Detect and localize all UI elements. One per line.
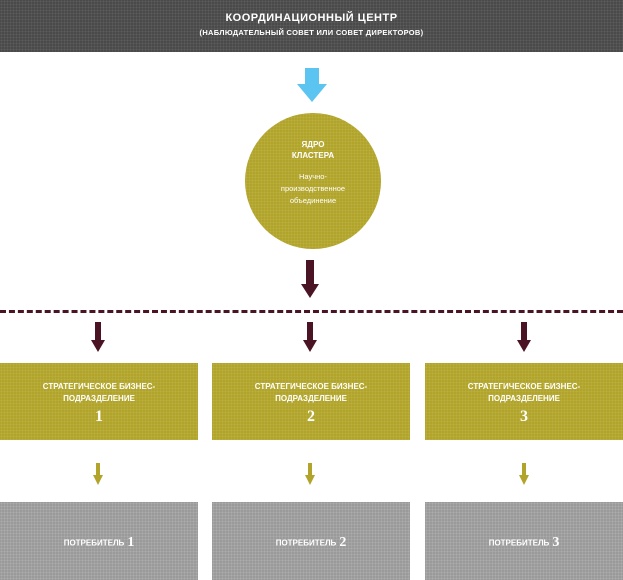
unit-3-down-arrow-icon [517,322,531,352]
cluster-core-desc-3: объединение [289,196,337,205]
blue-down-arrow-icon [297,68,327,102]
business-unit-label-2: ПОДРАЗДЕЛЕНИЕ [488,394,560,403]
coordination-center-box: КООРДИНАЦИОННЫЙ ЦЕНТР (НАБЛЮДАТЕЛЬНЫЙ СО… [0,0,623,52]
business-unit-number: 1 [95,408,103,425]
business-unit-label: СТРАТЕГИЧЕСКОЕ БИЗНЕС- [42,382,156,391]
consumer-label: ПОТРЕБИТЕЛЬ [488,538,550,548]
consumer-label: ПОТРЕБИТЕЛЬ [275,538,337,548]
coordination-center-subtitle: (НАБЛЮДАТЕЛЬНЫЙ СОВЕТ ИЛИ СОВЕТ ДИРЕКТОР… [199,28,424,37]
business-unit-label-2: ПОДРАЗДЕЛЕНИЕ [275,394,347,403]
business-unit-number: 3 [520,408,528,425]
business-unit-number: 2 [307,408,315,425]
business-unit-label: СТРАТЕГИЧЕСКОЕ БИЗНЕС- [467,382,581,391]
cluster-core-title-2: КЛАСТЕРА [291,151,335,160]
unit-2-down-arrow-icon [303,322,317,352]
cluster-core-circle: ЯДРО КЛАСТЕРА Научно- производственное о… [245,113,381,249]
cluster-core-desc-2: производственное [280,184,346,193]
consumer-number: 1 [127,534,135,550]
consumer-number: 2 [339,534,347,550]
cluster-core-title: ЯДРО [301,140,325,149]
consumer-3-down-arrow-icon [519,463,529,485]
business-unit-3: СТРАТЕГИЧЕСКОЕ БИЗНЕС- ПОДРАЗДЕЛЕНИЕ 3 [425,363,623,440]
business-unit-label-2: ПОДРАЗДЕЛЕНИЕ [63,394,135,403]
business-unit-label: СТРАТЕГИЧЕСКОЕ БИЗНЕС- [254,382,368,391]
business-unit-2: СТРАТЕГИЧЕСКОЕ БИЗНЕС- ПОДРАЗДЕЛЕНИЕ 2 [212,363,410,440]
business-unit-1: СТРАТЕГИЧЕСКОЕ БИЗНЕС- ПОДРАЗДЕЛЕНИЕ 1 [0,363,198,440]
consumer-label: ПОТРЕБИТЕЛЬ [63,538,125,548]
consumer-1-down-arrow-icon [93,463,103,485]
consumer-number: 3 [552,534,560,550]
unit-1-down-arrow-icon [91,322,105,352]
consumer-2-down-arrow-icon [305,463,315,485]
distribution-line [0,310,623,313]
coordination-center-title: КООРДИНАЦИОННЫЙ ЦЕНТР [225,12,398,24]
core-down-arrow-icon [301,260,319,298]
cluster-core-desc: Научно- [299,172,327,181]
